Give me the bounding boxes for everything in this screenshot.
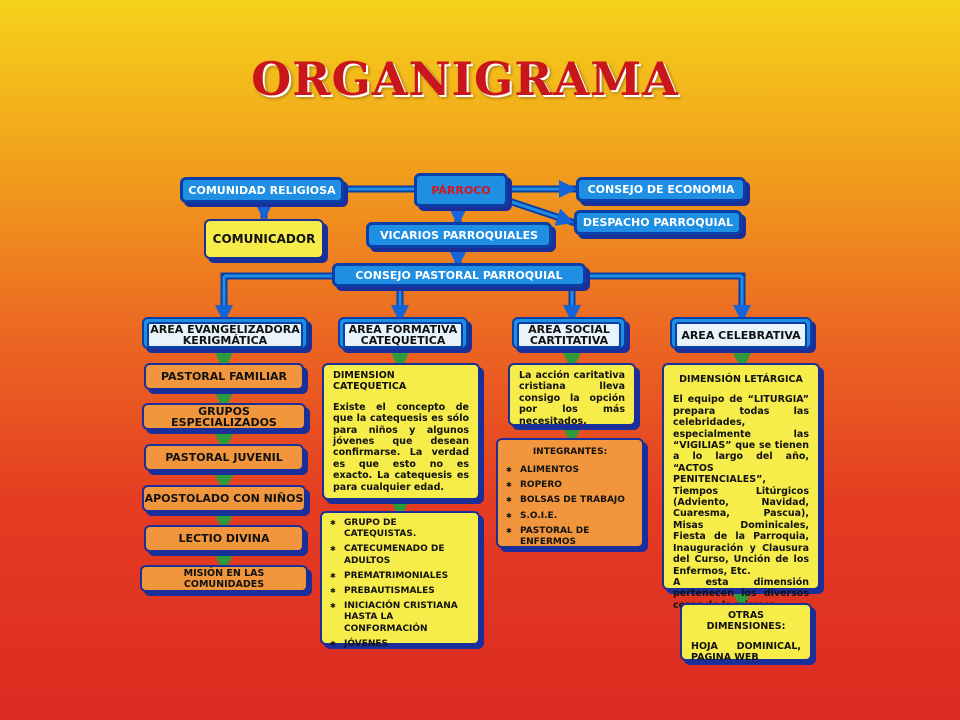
integrantes-list: ALIMENTOS ROPERO BOLSAS DE TRABAJO S.O.I… (498, 458, 642, 557)
area-formativa-line1: AREA FORMATIVA (348, 323, 458, 336)
dimension-liturgica-text: El equipo de “LITURGIA” prepara todas la… (673, 394, 809, 577)
otras-dimensiones-title: OTRAS DIMENSIONES: (706, 610, 786, 633)
area-evangelizadora-line1: AREA EVANGELIZADORA (150, 323, 300, 336)
comunicador-label: COMUNICADOR (212, 232, 316, 246)
area-evangelizadora-line2: KERIGMÁTICA (182, 334, 268, 347)
list-item: PREBAUTISMALES (330, 586, 470, 597)
vicarios-label: VICARIOS PARROQUIALES (379, 228, 539, 242)
list-item: INICIACIÓN CRISTIANA HASTA LA CONFORMACI… (330, 601, 470, 635)
consejo-economia-box: CONSEJO DE ECONOMIA (576, 177, 746, 202)
evangelizadora-item-label: GRUPOS ESPECIALIZADOS (171, 404, 277, 429)
area-social-line1: AREA SOCIAL (528, 323, 610, 336)
integrantes-box: INTEGRANTES: ALIMENTOS ROPERO BOLSAS DE … (496, 438, 644, 548)
list-item: PASTORAL DE ENFERMOS (506, 526, 634, 548)
evangelizadora-item-label: APOSTOLADO CON NIÑOS (144, 492, 304, 505)
list-item: ROPERO (506, 480, 634, 491)
formativa-list: GRUPO DE CATEQUISTAS. CATECUMENADO DE AD… (322, 513, 478, 659)
evangelizadora-item-label: LECTIO DIVINA (178, 532, 270, 545)
area-formativa-title: AREA FORMATIVA CATEQUETICA (343, 322, 463, 348)
consejo-pastoral-label: CONSEJO PASTORAL PARROQUIAL (355, 268, 563, 282)
area-formativa-header: AREA FORMATIVA CATEQUETICA (338, 317, 468, 349)
social-text-box: La acción caritativa cristiana lleva con… (508, 363, 636, 427)
area-celebrativa-title: AREA CELEBRATIVA (675, 322, 807, 348)
dimension-liturgica-title: DIMENSIÓN LETÁRGICA (679, 374, 803, 385)
otras-dimensiones-box: OTRAS DIMENSIONES: HOJA DOMINICAL, PAGIN… (680, 603, 812, 664)
list-item: GRUPO DE CATEQUISTAS. (330, 518, 470, 540)
evangelizadora-item: LECTIO DIVINA (144, 525, 304, 552)
area-social-title: AREA SOCIAL CARTITATIVA (517, 322, 621, 348)
social-text: La acción caritativa cristiana lleva con… (519, 370, 625, 427)
comunidad-religiosa-box: COMUNIDAD RELIGIOSA (180, 177, 344, 203)
area-evangelizadora-title: AREA EVANGELIZADORA KERIGMÁTICA (147, 322, 303, 348)
list-item: JÓVENES (330, 639, 470, 650)
evangelizadora-item-label: PASTORAL JUVENIL (165, 451, 283, 464)
evangelizadora-item-label: PASTORAL FAMILIAR (160, 370, 288, 383)
list-item: PREMATRIMONIALES (330, 571, 470, 582)
area-formativa-line2: CATEQUETICA (360, 334, 446, 347)
evangelizadora-item: PASTORAL JUVENIL (144, 444, 304, 471)
list-item: BOLSAS DE TRABAJO (506, 495, 634, 506)
area-social-header: AREA SOCIAL CARTITATIVA (512, 317, 626, 349)
list-item: ALIMENTOS (506, 465, 634, 476)
despacho-parroquial-box: DESPACHO PARROQUIAL (574, 210, 742, 235)
list-item: S.O.I.E. (506, 511, 634, 522)
consejo-pastoral-box: CONSEJO PASTORAL PARROQUIAL (332, 263, 586, 287)
evangelizadora-item: PASTORAL FAMILIAR (144, 363, 304, 390)
parroco-box: PÁRROCO (414, 173, 508, 207)
area-celebrativa-header: AREA CELEBRATIVA (670, 317, 812, 349)
evangelizadora-item: GRUPOS ESPECIALIZADOS (142, 403, 306, 430)
parroco-label: PÁRROCO (431, 183, 491, 197)
dimension-liturgica-box: DIMENSIÓN LETÁRGICA El equipo de “LITURG… (662, 363, 820, 611)
vicarios-box: VICARIOS PARROQUIALES (366, 222, 552, 248)
list-item: CATECUMENADO DE ADULTOS (330, 544, 470, 566)
evangelizadora-item: MISIÓN EN LAS COMUNIDADES (140, 565, 308, 592)
otras-dimensiones-text: HOJA DOMINICAL, PAGINA WEB (691, 640, 801, 664)
dimension-catequetica-title: DIMENSION CATEQUETICA (333, 370, 407, 393)
dimension-catequetica-text: Existe el concepto de que la catequesis … (333, 401, 469, 493)
comunicador-box: COMUNICADOR (204, 219, 324, 259)
area-social-line2: CARTITATIVA (529, 334, 609, 347)
integrantes-title: INTEGRANTES: (532, 447, 608, 457)
comunidad-religiosa-label: COMUNIDAD RELIGIOSA (188, 183, 336, 197)
page-title: ORGANIGRAMA (251, 52, 679, 106)
area-celebrativa-line1: AREA CELEBRATIVA (681, 328, 801, 342)
consejo-economia-label: CONSEJO DE ECONOMIA (587, 183, 735, 196)
formativa-list-box: GRUPO DE CATEQUISTAS. CATECUMENADO DE AD… (320, 511, 480, 649)
despacho-parroquial-label: DESPACHO PARROQUIAL (582, 216, 734, 229)
evangelizadora-item-label: MISIÓN EN LAS COMUNIDADES (183, 567, 265, 590)
evangelizadora-item: APOSTOLADO CON NIÑOS (142, 485, 306, 512)
dimension-catequetica-box: DIMENSION CATEQUETICA Existe el concepto… (322, 363, 480, 500)
area-evangelizadora-header: AREA EVANGELIZADORA KERIGMÁTICA (142, 317, 308, 349)
